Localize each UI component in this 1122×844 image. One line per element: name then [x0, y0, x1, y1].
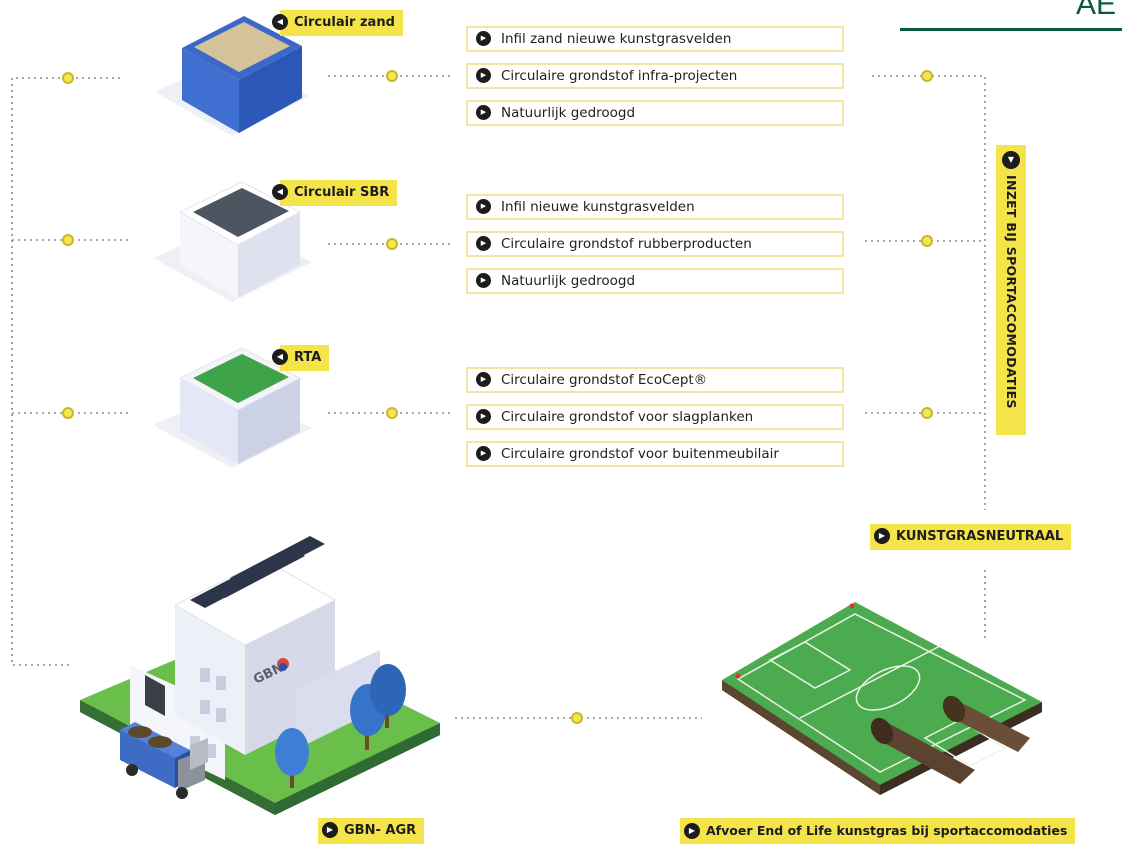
factory-illustration: GBN [80, 536, 440, 815]
item-label: Circulaire grondstof rubberproducten [501, 236, 752, 252]
field-illustration [722, 602, 1042, 795]
tag-rta: ◀ RTA [272, 345, 330, 371]
corner-text-fragment: AE [1076, 0, 1117, 21]
item-label: Circulaire grondstof EcoCept® [501, 372, 708, 388]
arrow-right-icon: ▶ [476, 104, 491, 120]
tag-afvoer: ▶ Afvoer End of Life kunstgras bij sporta… [680, 818, 1076, 844]
item-label: Natuurlijk gedroogd [501, 105, 636, 121]
arrow-right-icon: ▶ [476, 272, 491, 288]
list-item: ▶ Circulaire grondstof EcoCept® [466, 367, 844, 393]
tag-label: RTA [294, 350, 322, 365]
tag-kunstgrasneutraal: ▶ KUNSTGRASNEUTRAAL [870, 524, 1072, 550]
arrow-right-icon: ▶ [476, 67, 491, 83]
vertical-label: INZET BIJ SPORTACCOMODATIES [1004, 175, 1019, 409]
arrow-right-icon: ▶ [476, 198, 491, 214]
connector-nodes [62, 70, 933, 724]
tag-label: GBN- AGR [344, 823, 417, 838]
arrow-left-icon: ◀ [272, 13, 288, 30]
arrow-left-icon: ◀ [272, 348, 288, 365]
sbr-container-illustration [153, 181, 312, 302]
list-item: ▶ Infil nieuwe kunstgrasvelden [466, 194, 844, 220]
tag-gbn-agr: ▶ GBN- AGR [318, 818, 425, 844]
list-item: ▶ Circulaire grondstof voor buitenmeubila… [466, 441, 844, 467]
arrow-right-icon: ▶ [874, 527, 890, 544]
tag-label: KUNSTGRASNEUTRAAL [896, 529, 1064, 544]
rta-container-illustration [153, 347, 312, 468]
arrow-right-icon: ▶ [684, 822, 700, 839]
arrow-right-icon: ▶ [476, 408, 491, 424]
vertical-tag: ▼ INZET BIJ SPORTACCOMODATIES [996, 145, 1026, 435]
arrow-right-icon: ▶ [476, 235, 491, 251]
item-label: Infil zand nieuwe kunstgrasvelden [501, 31, 732, 47]
arrow-left-icon: ◀ [272, 183, 288, 200]
sand-container-illustration [155, 16, 310, 136]
item-label: Natuurlijk gedroogd [501, 273, 636, 289]
tag-circulair-zand: ◀ Circulair zand [272, 10, 403, 36]
arrow-right-icon: ▶ [322, 821, 338, 838]
item-label: Circulaire grondstof voor slagplanken [501, 409, 754, 425]
arrow-down-icon: ▼ [1002, 151, 1020, 169]
arrow-right-icon: ▶ [476, 445, 491, 461]
list-item: ▶ Circulaire grondstof voor slagplanken [466, 404, 844, 430]
list-item: ▶ Natuurlijk gedroogd [466, 268, 844, 294]
tag-label: Circulair zand [294, 15, 395, 30]
list-item: ▶ Natuurlijk gedroogd [466, 100, 844, 126]
list-item: ▶ Infil zand nieuwe kunstgrasvelden [466, 26, 844, 52]
item-label: Circulaire grondstof voor buitenmeubilai… [501, 446, 779, 462]
corner-divider [900, 28, 1122, 31]
tag-label: Afvoer End of Life kunstgras bij sportac… [706, 823, 1068, 838]
item-label: Circulaire grondstof infra-projecten [501, 68, 738, 84]
arrow-right-icon: ▶ [476, 30, 491, 46]
tag-label: Circulair SBR [294, 185, 390, 200]
list-item: ▶ Circulaire grondstof rubberproducten [466, 231, 844, 257]
tag-circulair-sbr: ◀ Circulair SBR [272, 180, 398, 206]
arrow-right-icon: ▶ [476, 371, 491, 387]
item-label: Infil nieuwe kunstgrasvelden [501, 199, 695, 215]
list-item: ▶ Circulaire grondstof infra-projecten [466, 63, 844, 89]
